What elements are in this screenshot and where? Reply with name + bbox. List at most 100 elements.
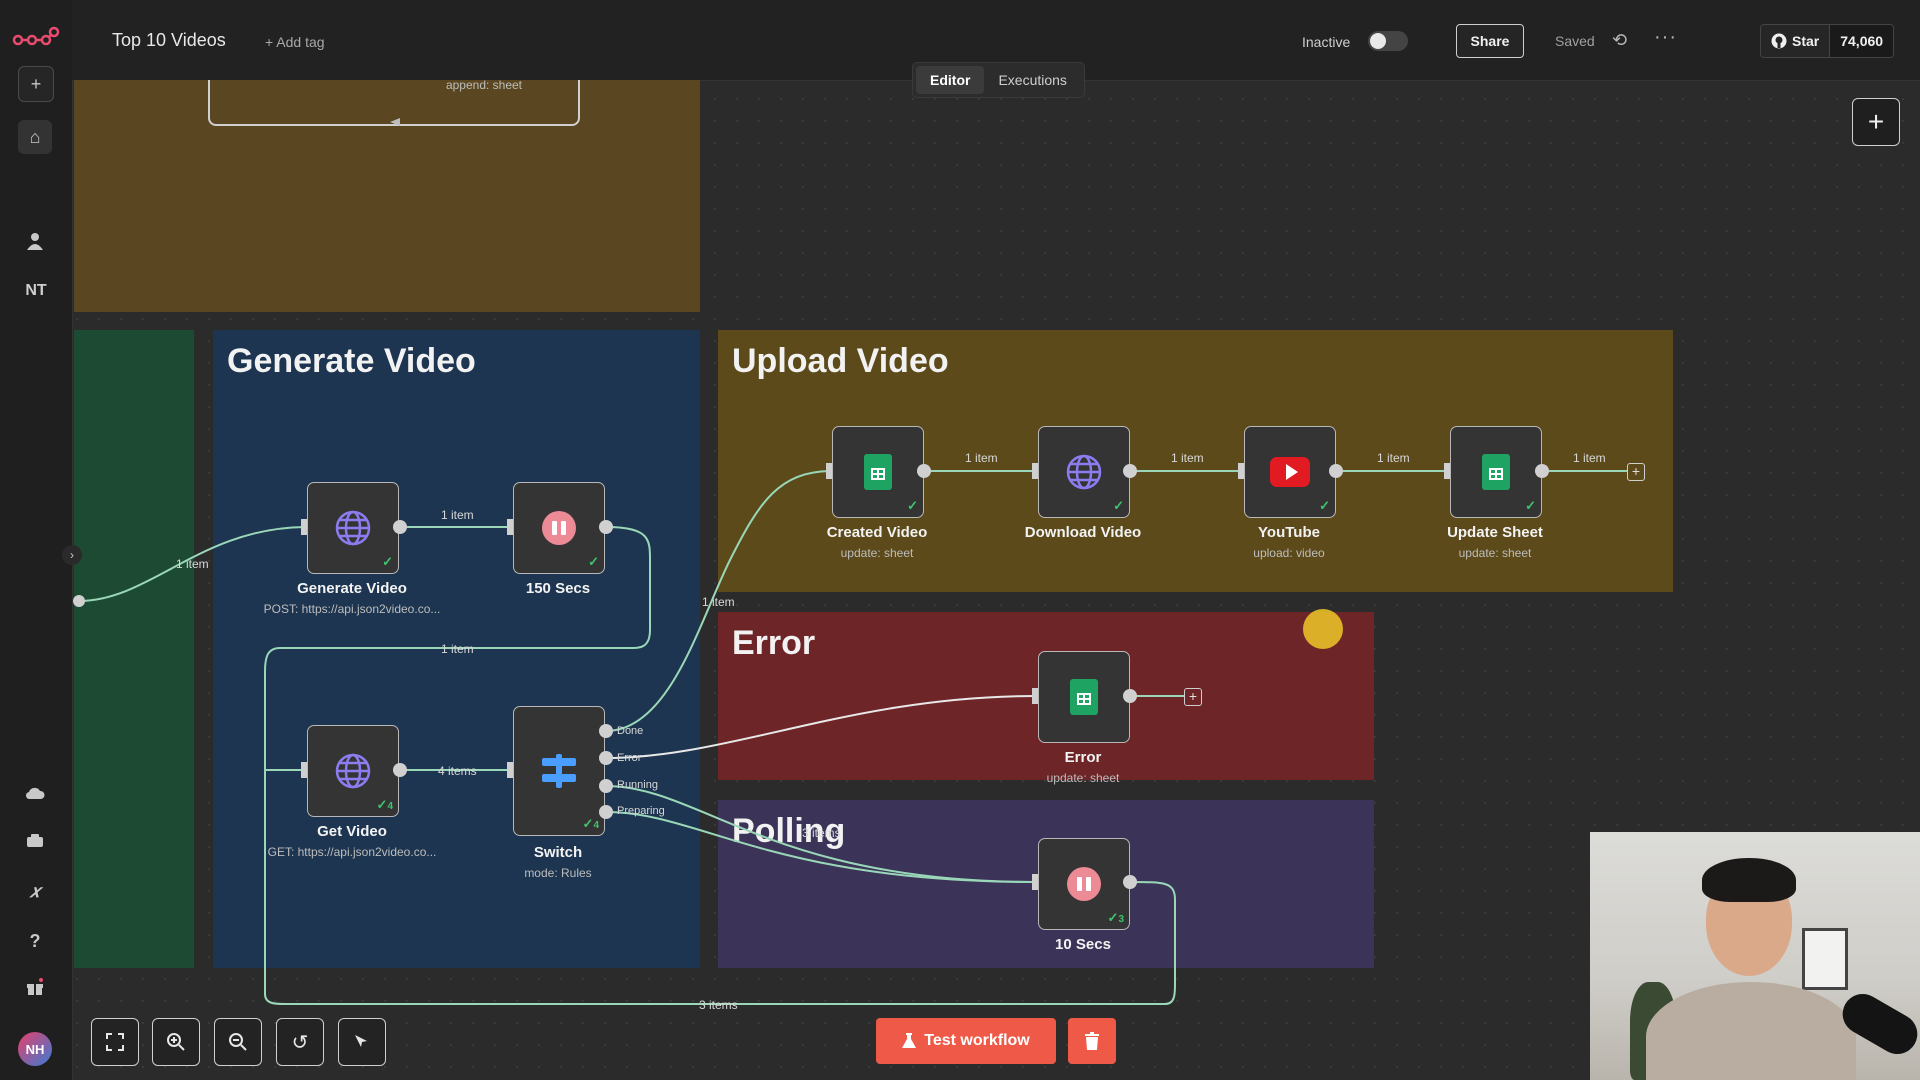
templates-button[interactable] (18, 776, 52, 810)
github-star-label: Star (1792, 33, 1820, 49)
sticky-title-generate-video: Generate Video (227, 342, 476, 380)
left-sidebar: + ⌂ NT 𝑥 ? NH (0, 0, 73, 1080)
saved-status: Saved (1555, 33, 1595, 49)
plus-icon: + (30, 73, 42, 94)
switch-output-error: Error (617, 752, 642, 764)
success-check-icon: ✓ (588, 554, 599, 569)
sticky-note-top[interactable] (74, 80, 700, 312)
home-icon: ⌂ (29, 126, 41, 147)
tab-executions[interactable]: Executions (998, 72, 1067, 88)
switch-output-preparing: Preparing (617, 805, 665, 817)
node-sub-switch: mode: Rules (524, 866, 592, 880)
history-icon[interactable]: ⟲ (1612, 30, 1628, 50)
connection-label: 1 item (1377, 451, 1410, 465)
node-sub-update-sheet: update: sheet (1458, 546, 1532, 560)
test-workflow-button[interactable]: Test workflow (876, 1018, 1056, 1064)
node-sub-youtube: upload: video (1253, 546, 1325, 560)
node-created-video[interactable]: ✓ (832, 426, 924, 518)
success-check-icon: ✓ (382, 554, 393, 569)
test-workflow-label: Test workflow (924, 1032, 1030, 1049)
add-workflow-button[interactable]: + (18, 66, 54, 102)
project-initials[interactable]: NT (25, 282, 47, 299)
success-check-icon: ✓ (1113, 498, 1124, 513)
variables-button[interactable] (18, 824, 52, 858)
variable-icon: 𝑥 (29, 880, 41, 901)
expand-sidebar-button[interactable]: › (62, 545, 82, 565)
whats-new-button[interactable] (18, 970, 52, 1004)
zoom-in-icon (167, 1033, 185, 1051)
user-avatar[interactable]: NH (18, 1032, 52, 1066)
connection-label: 3 items (699, 998, 738, 1012)
help-icon: ? (29, 930, 41, 951)
add-node-after-update-sheet[interactable]: + (1627, 463, 1645, 481)
insights-button[interactable]: 𝑥 (18, 874, 52, 908)
connection-label: 1 item (965, 451, 998, 465)
help-button[interactable]: ? (18, 924, 52, 958)
add-node-after-error[interactable]: + (1184, 688, 1202, 706)
success-check-icon: ✓ (1525, 498, 1536, 513)
more-options-icon[interactable]: ··· (1654, 26, 1677, 48)
run-count: 4 (387, 801, 393, 812)
github-star[interactable]: Star (1761, 25, 1831, 57)
zoom-in-button[interactable] (152, 1018, 200, 1066)
node-sub-created-video: update: sheet (840, 546, 914, 560)
pause-icon (542, 511, 576, 545)
presenter-body (1646, 982, 1856, 1080)
tidy-up-button[interactable] (338, 1018, 386, 1066)
globe-icon (1066, 454, 1102, 490)
node-update-sheet[interactable]: ✓ (1450, 426, 1542, 518)
switch-output-running: Running (617, 779, 658, 791)
n8n-logo-icon[interactable] (12, 26, 60, 50)
node-label-10-secs: 10 Secs (1055, 936, 1111, 953)
github-star-button[interactable]: Star 74,060 (1760, 24, 1895, 58)
youtube-icon (1270, 457, 1310, 487)
node-wait-150-secs[interactable]: ✓ (513, 482, 605, 574)
node-error[interactable] (1038, 651, 1130, 743)
success-check-icon: ✓4 (582, 816, 599, 831)
chevron-right-icon: › (70, 548, 74, 562)
connection-label: 1 item (702, 595, 735, 609)
home-button[interactable]: ⌂ (18, 120, 52, 154)
node-sub-generate-video: POST: https://api.json2video.co... (263, 602, 441, 616)
connection-label: 1 item (441, 508, 474, 522)
active-status-label: Inactive (1302, 34, 1351, 50)
pause-icon (1067, 867, 1101, 901)
node-sub-error: update: sheet (1046, 771, 1120, 785)
node-wait-10-secs[interactable]: ✓3 (1038, 838, 1130, 930)
connection-label: 1 item (1573, 451, 1606, 465)
active-toggle[interactable] (1368, 31, 1408, 51)
globe-icon (335, 510, 371, 546)
toggle-knob (1370, 33, 1386, 49)
node-get-video[interactable]: ✓4 (307, 725, 399, 817)
fit-view-icon (106, 1033, 124, 1051)
run-count: 4 (593, 820, 599, 831)
gift-icon (27, 978, 43, 995)
success-check-icon: ✓3 (1107, 910, 1124, 925)
zoom-to-fit-button[interactable] (91, 1018, 139, 1066)
github-icon (1771, 33, 1787, 49)
trash-icon (1085, 1032, 1099, 1050)
node-label-error: Error (1064, 749, 1102, 766)
plus-icon: + (1867, 106, 1885, 137)
zoom-out-button[interactable] (214, 1018, 262, 1066)
success-check-icon: ✓ (1319, 498, 1330, 513)
sticky-note-left[interactable] (74, 330, 194, 968)
personal-button[interactable] (18, 224, 52, 258)
node-download-video[interactable]: ✓ (1038, 426, 1130, 518)
workflow-title[interactable]: Top 10 Videos (112, 30, 226, 50)
delete-execution-button[interactable] (1068, 1018, 1116, 1064)
node-generate-video[interactable]: ✓ (307, 482, 399, 574)
node-switch[interactable]: ✓4 (513, 706, 605, 836)
share-button[interactable]: Share (1456, 24, 1524, 58)
node-label-switch: Switch (533, 844, 583, 861)
reset-zoom-button[interactable]: ↺ (276, 1018, 324, 1066)
sticky-title-error: Error (732, 624, 816, 662)
tab-editor[interactable]: Editor (916, 66, 985, 94)
add-tag-button[interactable]: + Add tag (265, 34, 325, 50)
connection-label: 4 items (438, 764, 477, 778)
google-sheets-icon (864, 454, 892, 490)
cursor-highlight (1303, 609, 1343, 649)
node-youtube[interactable]: ✓ (1244, 426, 1336, 518)
success-check-icon: ✓ (907, 498, 918, 513)
add-node-button[interactable]: + (1852, 98, 1900, 146)
